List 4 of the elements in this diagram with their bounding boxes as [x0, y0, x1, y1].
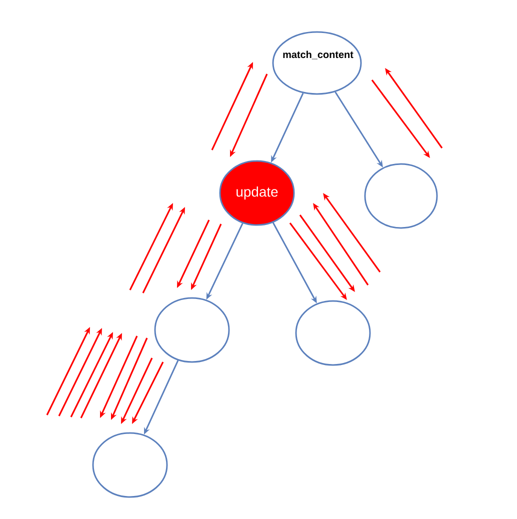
empty-ellipse [364, 163, 438, 229]
empty-ellipse [92, 432, 168, 498]
empty-ellipse [154, 297, 230, 363]
empty-ellipse [295, 300, 371, 366]
